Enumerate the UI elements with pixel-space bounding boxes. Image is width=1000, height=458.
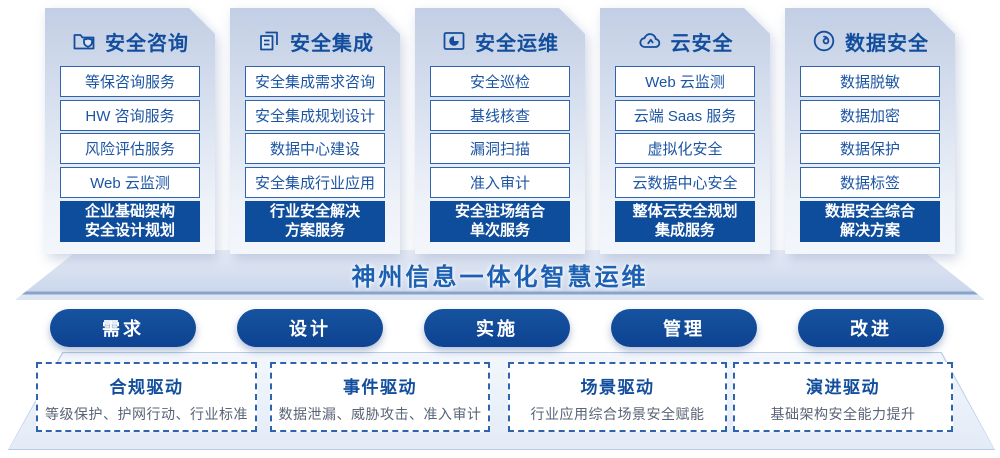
- highlight-line: 企业基础架构: [84, 202, 175, 220]
- service-item: HW 咨询服务: [60, 100, 200, 131]
- fingerprint-icon: [811, 28, 837, 54]
- service-item: 安全集成行业应用: [245, 167, 385, 198]
- service-item: 数据标签: [800, 167, 940, 198]
- highlight-box: 数据安全综合 解决方案: [800, 201, 940, 242]
- service-item: 虚拟化安全: [615, 133, 755, 164]
- highlight-line: 安全驻场结合: [454, 202, 545, 220]
- highlight-line: 数据安全综合: [824, 202, 915, 220]
- folder-shield-icon: [71, 28, 97, 54]
- driver-box-scenario: 场景驱动 行业应用综合场景安全赋能: [508, 362, 727, 432]
- service-item: 基线核查: [430, 100, 570, 131]
- highlight-box: 企业基础架构 安全设计规划: [60, 201, 200, 242]
- driver-box-evolution: 演进驱动 基础架构安全能力提升: [733, 362, 953, 432]
- service-item: 风险评估服务: [60, 133, 200, 164]
- service-card-data-security: 数据安全 数据脱敏 数据加密 数据保护 数据标签 数据安全综合 解决方案: [785, 8, 955, 254]
- driver-title: 场景驱动: [580, 378, 655, 397]
- card-header: 安全运维: [415, 8, 585, 56]
- service-item: 数据中心建设: [245, 133, 385, 164]
- platform-banner: 神州信息一体化智慧运维: [15, 250, 985, 300]
- service-card-cloud-security: 云安全 Web 云监测 云端 Saas 服务 虚拟化安全 云数据中心安全 整体云…: [600, 8, 770, 254]
- driver-title: 事件驱动: [343, 378, 417, 397]
- service-item: 数据脱敏: [800, 66, 940, 97]
- driver-desc: 基础架构安全能力提升: [770, 406, 916, 422]
- highlight-line: 行业安全解决: [269, 202, 360, 220]
- highlight-line: 单次服务: [469, 222, 530, 239]
- highlight-line: 集成服务: [654, 222, 715, 239]
- service-item: 数据保护: [800, 133, 940, 164]
- driver-title: 合规驱动: [109, 378, 184, 397]
- banner-title: 神州信息一体化智慧运维: [351, 264, 649, 291]
- folder-pie-icon: [441, 28, 467, 54]
- service-item: 安全巡检: [430, 66, 570, 97]
- highlight-line: 方案服务: [284, 222, 345, 239]
- service-item: 云端 Saas 服务: [615, 100, 755, 131]
- service-item: Web 云监测: [615, 66, 755, 97]
- driver-title: 演进驱动: [806, 378, 880, 397]
- card-header: 数据安全: [785, 8, 955, 56]
- card-title: 安全集成: [290, 32, 374, 55]
- service-card-security-operations: 安全运维 安全巡检 基线核查 漏洞扫描 准入审计 安全驻场结合 单次服务: [415, 8, 585, 254]
- highlight-box: 整体云安全规划 集成服务: [615, 201, 755, 242]
- driver-desc: 行业应用综合场景安全赋能: [530, 406, 705, 422]
- phase-pill-improve: 改进: [798, 309, 944, 347]
- highlight-box: 安全驻场结合 单次服务: [430, 201, 570, 242]
- highlight-line: 安全设计规划: [84, 222, 175, 239]
- highlight-line: 解决方案: [839, 222, 900, 239]
- card-header: 云安全: [600, 8, 770, 56]
- driver-box-incident: 事件驱动 数据泄漏、威胁攻击、准入审计: [270, 362, 490, 432]
- card-header: 安全咨询: [45, 8, 215, 56]
- service-item: Web 云监测: [60, 167, 200, 198]
- card-title: 云安全: [670, 32, 734, 55]
- card-title: 安全咨询: [105, 32, 189, 55]
- phase-pill-design: 设计: [237, 309, 383, 347]
- service-card-security-consulting: 安全咨询 等保咨询服务 HW 咨询服务 风险评估服务 Web 云监测 企业基础架…: [45, 8, 215, 254]
- cloud-icon: [637, 28, 663, 54]
- service-item: 准入审计: [430, 167, 570, 198]
- phase-pill-manage: 管理: [611, 309, 757, 347]
- service-item: 漏洞扫描: [430, 133, 570, 164]
- driver-desc: 数据泄漏、威胁攻击、准入审计: [278, 406, 482, 422]
- service-card-security-integration: 安全集成 安全集成需求咨询 安全集成规划设计 数据中心建设 安全集成行业应用 行…: [230, 8, 400, 254]
- service-item: 云数据中心安全: [615, 167, 755, 198]
- service-item: 安全集成需求咨询: [245, 66, 385, 97]
- highlight-box: 行业安全解决 方案服务: [245, 201, 385, 242]
- documents-icon: [256, 28, 282, 54]
- service-item: 安全集成规划设计: [245, 100, 385, 131]
- phase-pill-requirement: 需求: [50, 309, 196, 347]
- phase-pill-implement: 实施: [424, 309, 570, 347]
- card-title: 数据安全: [845, 32, 929, 55]
- service-item: 等保咨询服务: [60, 66, 200, 97]
- highlight-line: 整体云安全规划: [632, 202, 738, 220]
- driver-desc: 等级保护、护网行动、行业标准: [45, 406, 248, 422]
- service-item: 数据加密: [800, 100, 940, 131]
- card-header: 安全集成: [230, 8, 400, 56]
- card-title: 安全运维: [475, 32, 559, 55]
- driver-box-compliance: 合规驱动 等级保护、护网行动、行业标准: [36, 362, 257, 432]
